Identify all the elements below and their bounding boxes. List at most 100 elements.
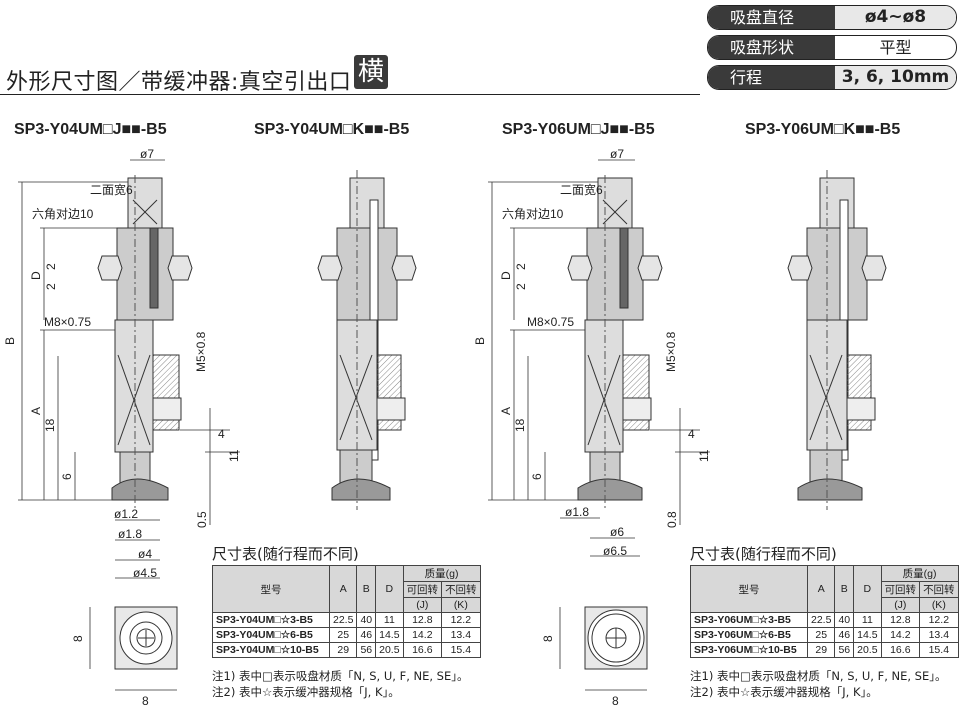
col-model: 型号: [212, 565, 330, 613]
spec-label: 行程: [708, 66, 835, 89]
label-phi45: ø4.5: [133, 566, 157, 580]
drawing-y04-k: [317, 170, 417, 510]
model-title-1: SP3-Y04UM□J■■-B5: [14, 121, 167, 138]
spec-value: 平型: [879, 38, 912, 57]
col-A: A: [328, 565, 358, 613]
label-phi6: ø6: [610, 525, 624, 539]
plan-view-y04: [89, 606, 178, 691]
label-phi4: ø4: [138, 547, 152, 561]
label-11: 11: [697, 449, 711, 462]
label-hex: 六角对边10: [32, 207, 94, 221]
col-mass: 质量(g): [402, 565, 481, 582]
label-6: 6: [60, 473, 74, 480]
label-08: 0.8: [665, 511, 679, 528]
spec-value: ø4~ø8: [835, 6, 956, 29]
spec-row-shape: 吸盘形状 平型: [707, 35, 957, 60]
note-2: 注2) 表中☆表示缓冲器规格「J, K」。: [690, 685, 878, 699]
col-mass: 质量(g): [880, 565, 959, 582]
col-rot: 可回转: [402, 581, 443, 598]
note-1: 注1) 表中□表示吸盘材质「N, S, U, F, NE, SE」。: [212, 669, 469, 683]
label-two-face: 二面宽6: [560, 182, 603, 197]
label-A: A: [499, 407, 513, 415]
drawing-y06-k: [787, 170, 887, 510]
col-D: D: [375, 565, 404, 613]
col-rot: 可回转: [880, 581, 921, 598]
title-divider: [0, 94, 700, 95]
spec-label: 吸盘直径: [708, 6, 835, 29]
label-4: 4: [688, 427, 695, 441]
dimension-table-title: 尺寸表(随行程而不同): [212, 545, 359, 563]
drawing-y04-j: [97, 175, 193, 510]
label-plan-8-h: 8: [142, 694, 149, 708]
model-title-4: SP3-Y06UM□K■■-B5: [745, 121, 901, 138]
label-m8: M8×0.75: [44, 315, 91, 329]
model-title-2: SP3-Y04UM□K■■-B5: [254, 121, 410, 138]
label-two-a: 2: [44, 263, 58, 270]
col-B: B: [834, 565, 855, 613]
label-m8: M8×0.75: [527, 315, 574, 329]
note-2: 注2) 表中☆表示缓冲器规格「J, K」。: [212, 685, 400, 699]
spec-row-stroke: 行程 3, 6, 10mm: [707, 65, 957, 90]
orientation-badge: 横: [354, 55, 388, 89]
label-phi18: ø1.8: [565, 505, 589, 519]
label-plan-8-v: 8: [541, 635, 555, 642]
labels-y04-j: ø7 二面宽6 六角对边10 M8×0.75 B D A 2 2 18 6 M5…: [3, 147, 241, 580]
dimension-table-title: 尺寸表(随行程而不同): [690, 545, 837, 563]
col-D: D: [853, 565, 882, 613]
label-two-b: 2: [44, 283, 58, 290]
col-K: (K): [919, 597, 959, 613]
label-hex: 六角对边10: [502, 207, 564, 221]
label-phi12: ø1.2: [114, 507, 138, 521]
labels-y06-j: ø7 二面宽6 六角对边10 M8×0.75 B D A 2 2 18 6 M5…: [473, 147, 711, 558]
model-title-3: SP3-Y06UM□J■■-B5: [502, 121, 655, 138]
label-plan-8-h: 8: [612, 694, 619, 708]
label-two-a: 2: [514, 263, 528, 270]
page-title: 外形尺寸图／带缓冲器:真空引出口: [6, 70, 352, 95]
label-phi7: ø7: [610, 147, 624, 161]
spec-row-diameter: 吸盘直径 ø4~ø8: [707, 5, 957, 30]
note-1: 注1) 表中□表示吸盘材质「N, S, U, F, NE, SE」。: [690, 669, 947, 683]
dims-y04-j: [18, 159, 240, 579]
col-B: B: [356, 565, 377, 613]
col-model: 型号: [690, 565, 808, 613]
drawing-y06-j: [567, 175, 663, 510]
col-nonrot: 不回转: [441, 581, 481, 598]
label-4: 4: [218, 427, 225, 441]
label-D: D: [29, 271, 43, 280]
label-6: 6: [530, 473, 544, 480]
label-plan-8-v: 8: [71, 635, 85, 642]
col-J: (J): [402, 597, 443, 613]
label-18: 18: [513, 418, 527, 432]
label-phi7: ø7: [140, 147, 154, 161]
dimension-table-y06: 型号 A B D 质量(g) 可回转 不回转 (J) (K) SP3-Y06UM…: [690, 565, 959, 658]
col-nonrot: 不回转: [919, 581, 959, 598]
label-two-b: 2: [514, 283, 528, 290]
label-B: B: [473, 337, 487, 345]
col-A: A: [806, 565, 836, 613]
plan-view-y06: [559, 606, 648, 691]
label-phi65: ø6.5: [603, 544, 627, 558]
label-D: D: [499, 271, 513, 280]
dims-y06-j: [488, 159, 710, 557]
label-phi18: ø1.8: [118, 527, 142, 541]
dimension-table-y04: 型号 A B D 质量(g) 可回转 不回转 (J) (K) SP3-Y04UM…: [212, 565, 481, 658]
label-two-face: 二面宽6: [90, 182, 133, 197]
label-m5: M5×0.8: [194, 331, 208, 372]
label-05: 0.5: [195, 511, 209, 528]
col-J: (J): [880, 597, 921, 613]
label-m5: M5×0.8: [664, 331, 678, 372]
label-A: A: [29, 407, 43, 415]
col-K: (K): [441, 597, 481, 613]
label-11: 11: [227, 449, 241, 462]
spec-label: 吸盘形状: [708, 36, 835, 59]
label-18: 18: [43, 418, 57, 432]
label-B: B: [3, 337, 17, 345]
spec-value: 3, 6, 10mm: [835, 66, 956, 89]
